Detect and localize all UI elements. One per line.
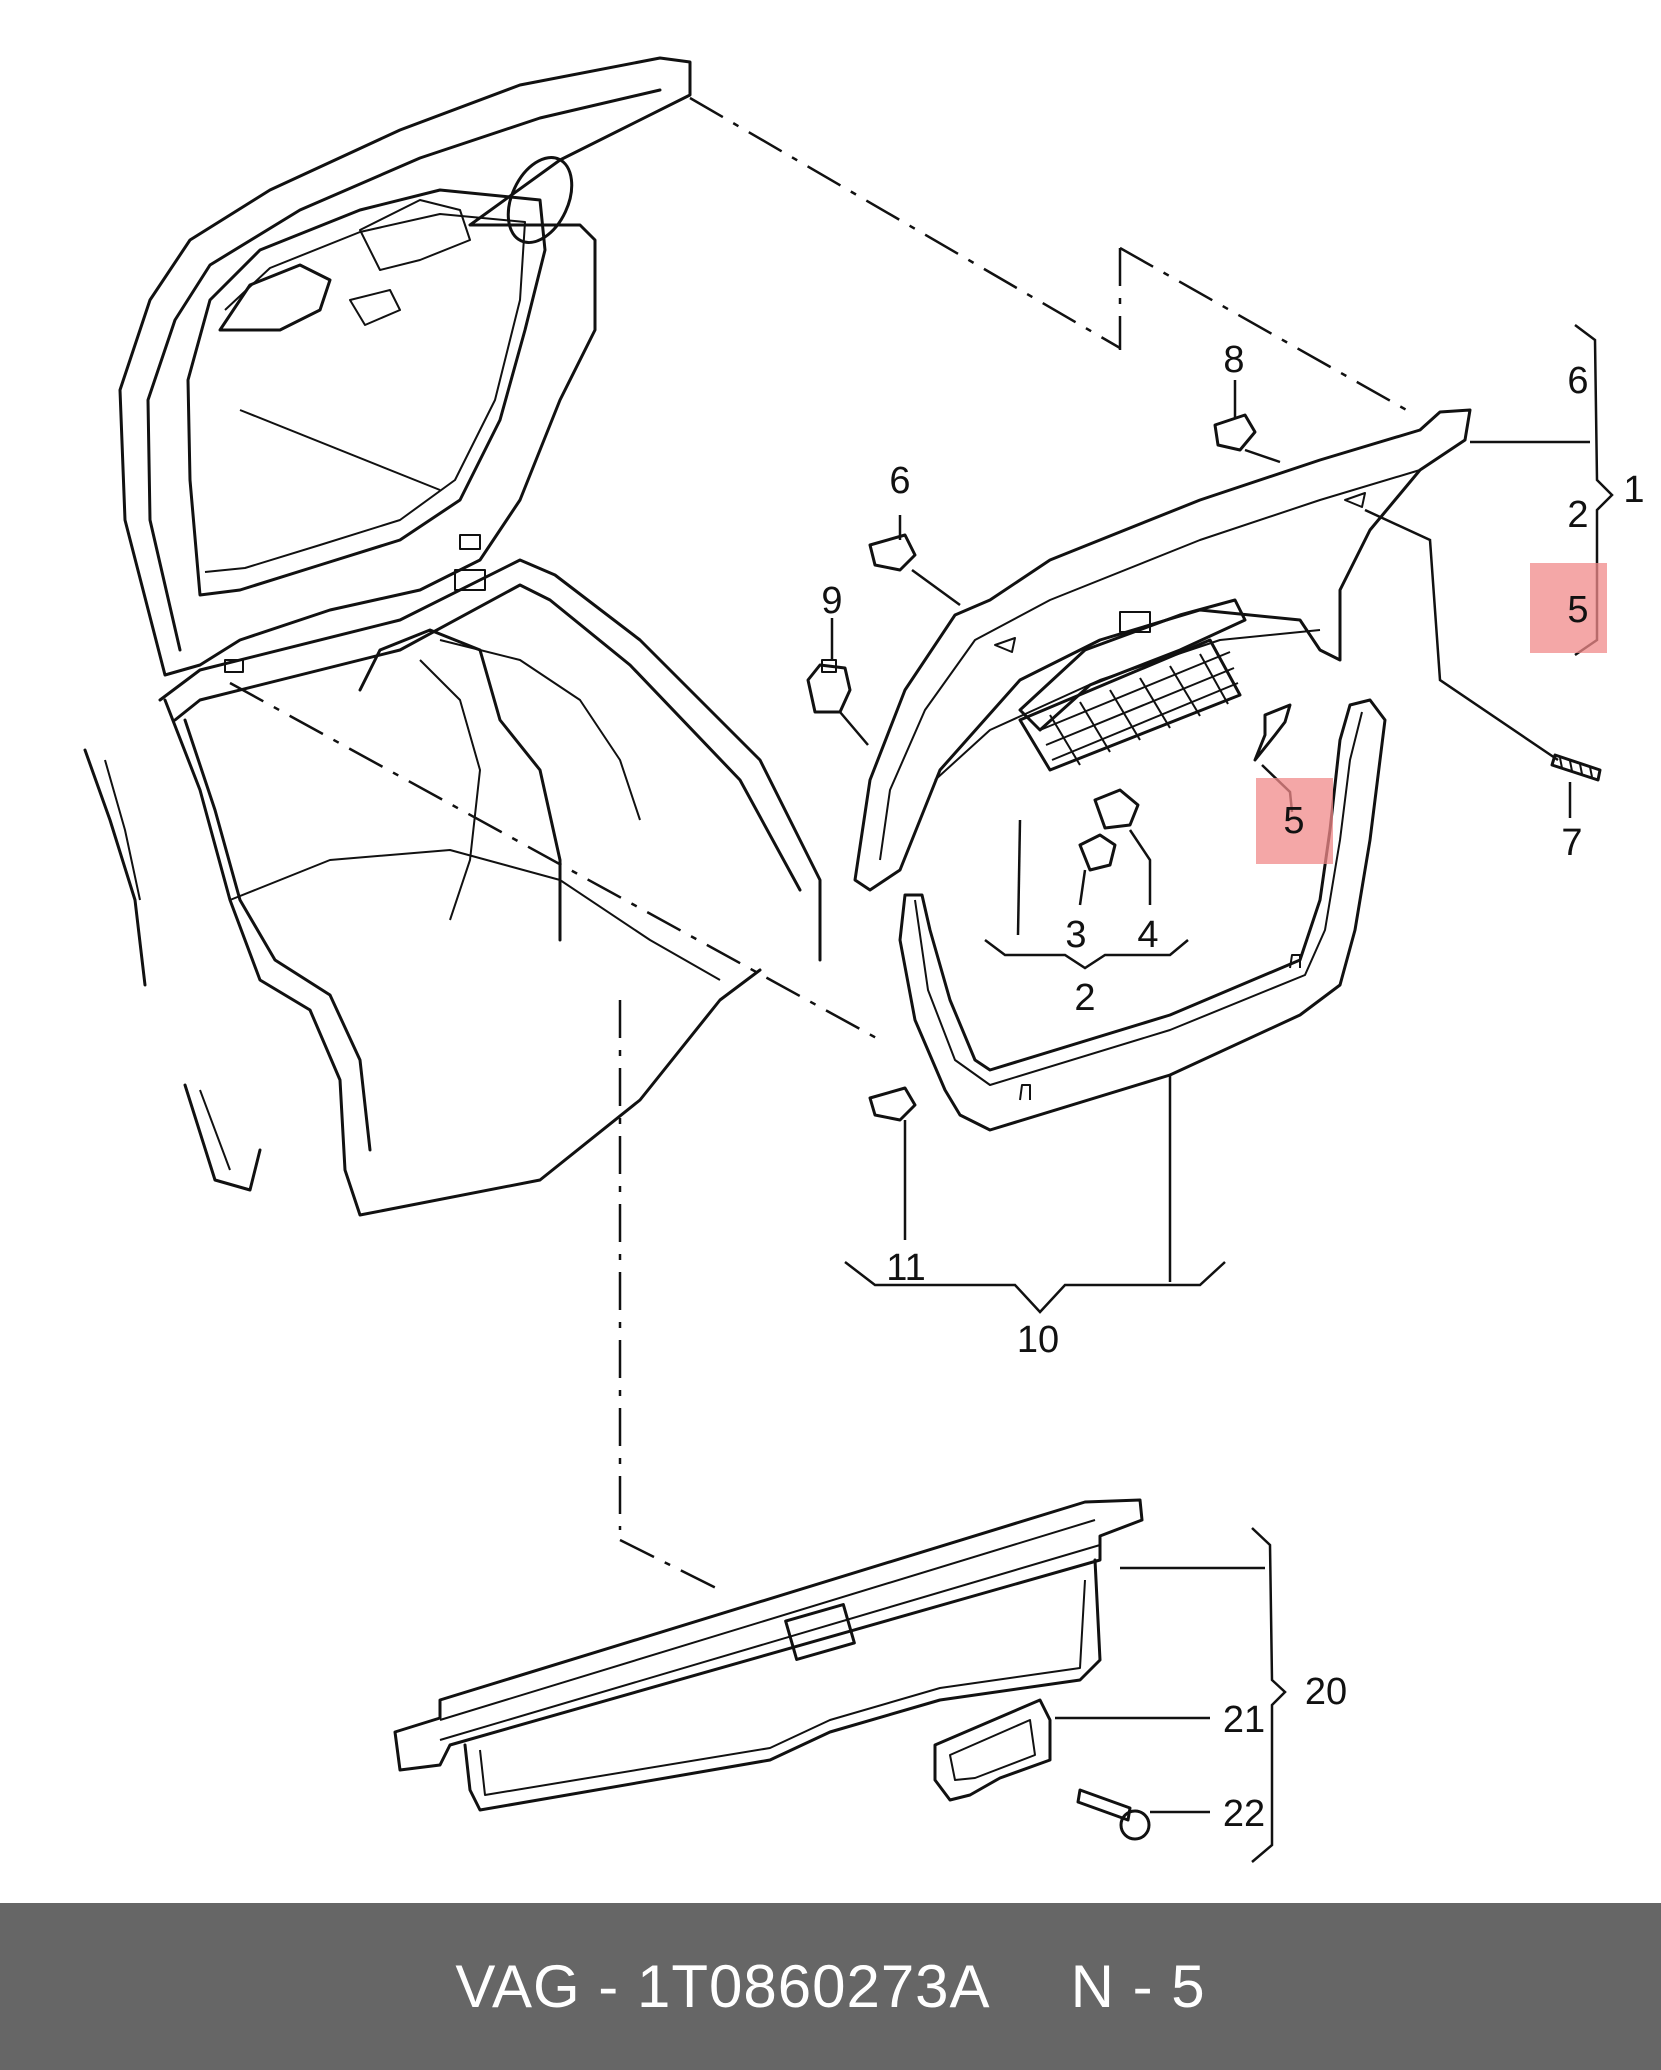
callout-2-right: 2 <box>1567 494 1588 536</box>
callout-22: 22 <box>1223 1793 1265 1835</box>
highlight-callout-5-upper <box>1530 563 1607 653</box>
callout-6-right: 6 <box>1567 360 1588 402</box>
leader-lines <box>830 324 1614 1863</box>
parts-diagram: 6 2 1 5 8 6 9 7 5 3 4 2 11 10 20 21 22 <box>83 56 1645 1863</box>
callout-4: 4 <box>1137 914 1158 956</box>
callout-1: 1 <box>1623 469 1644 511</box>
footer-bar: VAG - 1T0860273A N - 5 <box>0 1903 1661 2070</box>
relation-lines <box>229 96 1411 1592</box>
part-number: VAG - 1T0860273A <box>455 1953 991 2020</box>
callout-21: 21 <box>1223 1699 1265 1741</box>
callout-9: 9 <box>821 580 842 622</box>
callout-3: 3 <box>1065 914 1086 956</box>
callout-8: 8 <box>1223 339 1244 381</box>
page-ref: N - 5 <box>1070 1953 1206 2020</box>
callout-11: 11 <box>886 1247 925 1289</box>
luggage-cover-drawing <box>393 1498 1151 1841</box>
callout-6-left: 6 <box>889 460 910 502</box>
callout-5-lower: 5 <box>1283 800 1304 842</box>
callout-labels: 6 2 1 5 8 6 9 7 5 3 4 2 11 10 20 21 22 <box>821 339 1644 1835</box>
callout-2-lower: 2 <box>1074 977 1095 1019</box>
highlight-callout-5-lower <box>1256 778 1333 864</box>
car-body-drawing <box>83 56 822 1217</box>
clip-parts <box>806 413 1602 1122</box>
callout-7: 7 <box>1561 822 1582 864</box>
callout-20: 20 <box>1305 1671 1347 1713</box>
callout-10: 10 <box>1017 1319 1059 1361</box>
tailgate-trim-drawing <box>853 408 1472 1132</box>
callout-5-upper: 5 <box>1567 589 1588 631</box>
